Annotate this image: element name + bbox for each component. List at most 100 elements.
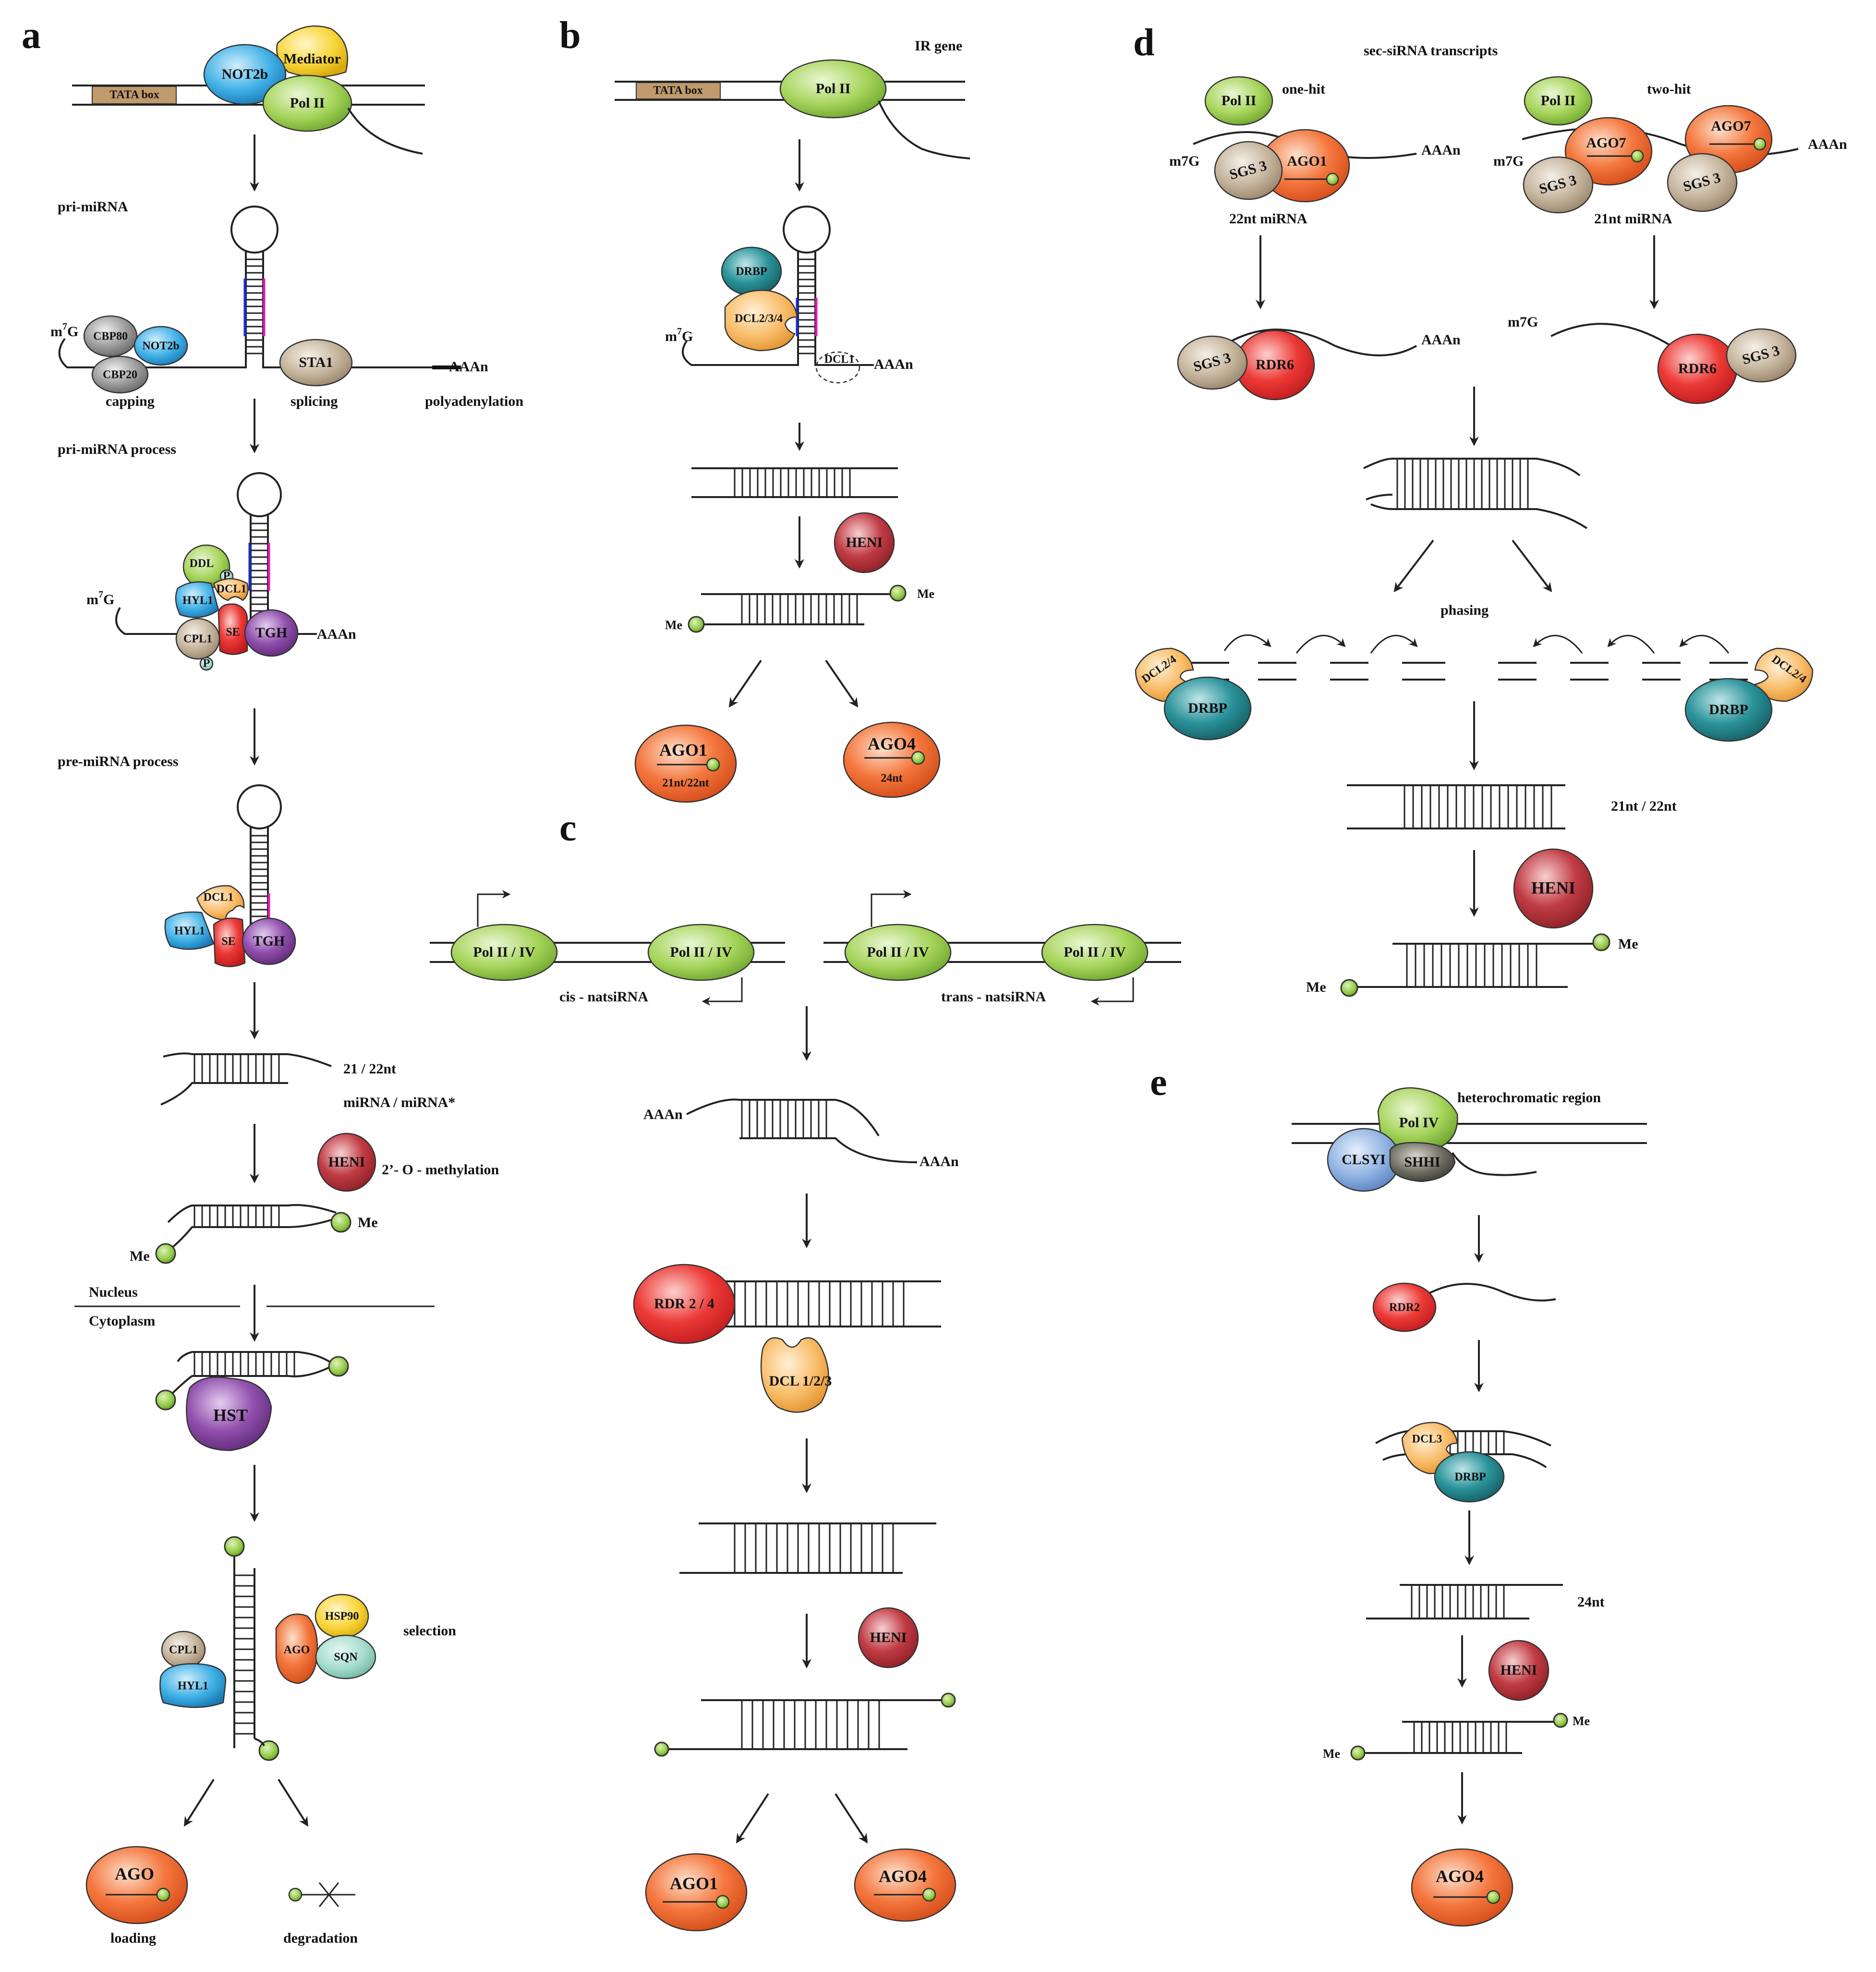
m7g-label-d3: m7G	[1508, 314, 1538, 330]
tgh-label-a: TGH	[255, 625, 288, 641]
m7g-label-b: m7G	[665, 326, 693, 344]
pri-process-label: pri-miRNA process	[58, 441, 176, 457]
ago1-label-c: AGO1	[670, 1874, 718, 1893]
rdr24-protein	[633, 1264, 736, 1344]
ago4-label-b: AGO4	[868, 734, 916, 753]
panel-c: c Pol II / IV Pol II / IV cis - natsiRNA…	[430, 807, 1181, 1932]
ago-label-selection: AGO	[284, 1644, 310, 1656]
aaan-label-d2: AAAn	[1808, 136, 1847, 152]
duplex-length-label-a: 21 / 22nt	[343, 1061, 396, 1077]
cbp80-label: CBP80	[93, 330, 128, 343]
me-label-a1: Me	[358, 1215, 378, 1230]
drbp-label-e: DRBP	[1454, 1471, 1486, 1484]
hyl1-protein-b	[164, 911, 215, 950]
ago7-protein-d1	[1564, 117, 1653, 186]
pol24-label-cis2: Pol II / IV	[670, 944, 732, 960]
sgs3-protein-d4	[1177, 335, 1248, 390]
hsp90-label: HSP90	[325, 1610, 359, 1623]
panel-a: a TATA box Mediator NOT2b Pol II pri-miR…	[22, 14, 523, 1946]
panel-e: e heterochromatic region Pol IV CLSYI SH…	[1150, 1061, 1647, 1927]
cytoplasm-label: Cytoplasm	[89, 1313, 155, 1329]
ago1-length-label-b: 21nt/22nt	[662, 777, 709, 790]
me-label-e2: Me	[1323, 1747, 1340, 1761]
aaan-label-a2: AAAn	[317, 626, 356, 642]
mirna22-label: 22nt miRNA	[1229, 211, 1307, 227]
cpl1-protein-a	[175, 618, 220, 660]
m7g-label-d2: m7G	[1493, 153, 1524, 169]
hst-export	[155, 1351, 349, 1451]
m7g-label-a: m7G	[50, 321, 78, 340]
cpl1-label-c: CPL1	[169, 1644, 198, 1656]
cis-natsirna-label: cis - natsiRNA	[559, 989, 648, 1005]
me-label-b2: Me	[665, 618, 682, 632]
sgs3-protein-d5	[1726, 328, 1797, 383]
pol2-protein-b	[779, 59, 887, 119]
polyadenylation-label: polyadenylation	[425, 393, 523, 409]
mirna21-label: 21nt miRNA	[1594, 211, 1672, 227]
dcl1-protein-a	[213, 578, 249, 601]
pol2-protein-d2	[1524, 76, 1593, 126]
tgh-protein-a	[244, 609, 299, 657]
cbp20-protein	[91, 355, 149, 394]
ago7-label-d2: AGO7	[1711, 118, 1751, 134]
ago1-complex-b	[634, 724, 737, 803]
mirna-star-label: miRNA / miRNA*	[343, 1095, 455, 1110]
hyl1-protein-c	[159, 1663, 227, 1708]
aaan-label-a1: AAAn	[449, 359, 488, 375]
ddl-label: DDL	[190, 558, 214, 570]
clsy1-label: CLSYI	[1342, 1152, 1386, 1168]
not2b-small-label: NOT2b	[142, 340, 179, 353]
pol24-label-cis1: Pol II / IV	[473, 944, 535, 960]
me-label-a2: Me	[130, 1248, 150, 1264]
dcl123-protein	[760, 1337, 829, 1413]
phasing-fragments	[1191, 634, 1748, 681]
shh1-label: SHHI	[1404, 1154, 1440, 1170]
sec-sirna-title: sec-siRNA transcripts	[1364, 43, 1498, 59]
ir-gene-label: IR gene	[915, 38, 962, 54]
hst-label: HST	[213, 1405, 248, 1424]
ago-loading	[85, 1846, 188, 1924]
pol2-label-b: Pol II	[816, 81, 851, 97]
trans-natsirna-label: trans - natsiRNA	[941, 989, 1046, 1005]
ago4-length-label-b: 24nt	[881, 772, 902, 785]
ago1-label-b: AGO1	[659, 740, 707, 759]
sgs3-protein-d1	[1214, 141, 1283, 200]
pri-mirna-label: pri-miRNA	[58, 199, 128, 215]
pol2-label-d1: Pol II	[1222, 93, 1257, 109]
ago7-label-d1: AGO7	[1586, 135, 1626, 151]
cpl1-label-a: CPL1	[183, 633, 212, 645]
hen1-label-e: HENI	[1501, 1662, 1537, 1678]
aaan-label-d1: AAAn	[1421, 142, 1461, 158]
rdr24-label: RDR 2 / 4	[654, 1296, 714, 1312]
panel-letter-c: c	[559, 807, 577, 849]
sqn-protein	[315, 1634, 376, 1680]
dsrna-b1	[691, 467, 898, 498]
tgh-protein-b	[242, 917, 296, 965]
methylation-label: 2’- O - methylation	[382, 1162, 499, 1178]
degradation-symbol	[288, 1882, 355, 1907]
dcl24-protein-right	[1754, 647, 1814, 702]
dcl234-label: DCL2/3/4	[735, 313, 783, 325]
not2b-protein	[203, 44, 287, 105]
dcl1-label-b: DCL1	[824, 353, 855, 366]
drbp-label-b: DRBP	[736, 266, 767, 278]
m7g-label-a2: m7G	[86, 589, 114, 608]
pol2-label-d2: Pol II	[1541, 93, 1576, 109]
se-label-b: SE	[221, 936, 235, 948]
panel-letter-b: b	[559, 14, 581, 57]
hen1-label-a: HENI	[328, 1154, 365, 1170]
length-label-e: 24nt	[1577, 1594, 1605, 1610]
pol24-protein-trans2	[1041, 924, 1149, 981]
rdr6-label-d1: RDR6	[1256, 357, 1294, 373]
me-label-b1: Me	[917, 587, 934, 601]
rdr2-label: RDR2	[1389, 1302, 1420, 1314]
dsrna-e	[1366, 1584, 1563, 1619]
hyl1-label-b: HYL1	[174, 925, 205, 937]
hyl1-protein-a	[175, 581, 219, 618]
aaan-label-c2: AAAn	[920, 1154, 959, 1169]
degradation-label: degradation	[283, 1930, 358, 1946]
sgs3-protein-d2	[1523, 156, 1594, 214]
drbp-protein-d-left	[1163, 676, 1252, 741]
not2b-label: NOT2b	[222, 66, 268, 82]
sta1-protein	[279, 339, 353, 387]
